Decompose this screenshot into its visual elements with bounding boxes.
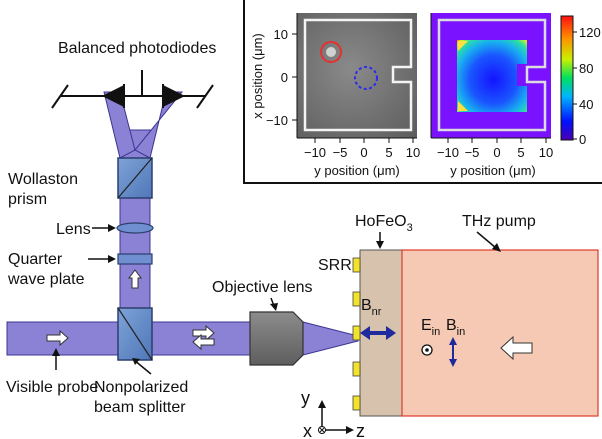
lens-label: Lens: [56, 221, 91, 238]
photodiodes-label: Balanced photodiodes: [58, 40, 216, 57]
bnr-arrow-icon: [360, 326, 396, 340]
qwp-label-line2: wave plate: [7, 271, 85, 288]
return-forward-arrow-icon: [192, 324, 215, 342]
left-xtick-2: 0: [360, 145, 367, 160]
right-xtick-3: 5: [517, 145, 524, 160]
npbs-label-line2: beam splitter: [94, 399, 186, 416]
balanced-photodiodes: [51, 70, 214, 109]
bin-label: Bin: [446, 317, 465, 338]
visible-probe-label: Visible probe: [6, 379, 98, 396]
left-ylabel: x position (μm): [250, 33, 265, 119]
photodiode-left-icon: [102, 85, 124, 107]
probe-forward-arrow-icon: [46, 329, 69, 347]
left-xtick-0: −10: [304, 145, 326, 160]
right-xtick-4: 10: [539, 145, 553, 160]
thz-direction-arrow-icon: [500, 335, 533, 361]
left-ytick-0: 10: [274, 27, 288, 42]
nonpolarized-beam-splitter: [117, 307, 153, 361]
qwp-label-line1: Quarter: [8, 251, 63, 268]
srr-label: SRR: [318, 257, 352, 274]
objective-label: Objective lens: [212, 279, 313, 296]
axis-z-label: z: [356, 421, 365, 439]
bin-arrow-icon: [449, 337, 457, 367]
srr-array: [352, 257, 361, 411]
wollaston-prism: [117, 157, 153, 199]
axis-x-label: x: [303, 421, 312, 439]
beam-up-arrow-icon: [128, 269, 142, 289]
thz-pump-beam: [401, 249, 599, 417]
coordinate-axes: [318, 400, 354, 434]
blue-dashed-circle-marker: [354, 66, 378, 90]
left-xtick-4: 10: [406, 145, 420, 160]
left-ytick-2: −10: [266, 113, 288, 128]
photodiode-right-icon: [163, 85, 185, 107]
left-xtick-1: −5: [333, 145, 348, 160]
hofeo3-label: HoFeO3: [355, 213, 413, 234]
bnr-label: Bnr: [361, 297, 382, 318]
right-xtick-0: −10: [437, 145, 459, 160]
right-xtick-1: −5: [465, 145, 480, 160]
objective-lens: [249, 311, 304, 366]
axis-y-label: y: [301, 388, 310, 408]
cbar-tick-2: 40: [579, 97, 593, 112]
return-backward-arrow-icon: [192, 333, 215, 351]
thz-pump-label: THz pump: [462, 213, 536, 230]
ein-label: Ein: [421, 317, 440, 338]
left-xlabel: y position (μm): [314, 163, 400, 178]
inset-right-image: [431, 13, 551, 138]
colorbar: [560, 15, 574, 141]
quarter-wave-plate: [117, 253, 153, 265]
cbar-tick-1: 80: [579, 61, 593, 76]
cbar-tick-0: 120: [579, 25, 601, 40]
right-xtick-2: 0: [493, 145, 500, 160]
cbar-tick-3: 0: [579, 132, 586, 147]
right-xlabel: y position (μm): [450, 163, 536, 178]
inset-left-image: [297, 13, 417, 138]
inset-frame: [243, 0, 602, 184]
wollaston-label-line2: prism: [8, 191, 47, 208]
red-circle-marker: [320, 41, 342, 63]
lens: [116, 222, 154, 234]
left-xtick-3: 5: [385, 145, 392, 160]
npbs-label-line1: Nonpolarized: [94, 379, 188, 396]
wollaston-label-line1: Wollaston: [8, 171, 78, 188]
left-ytick-1: 0: [281, 70, 288, 85]
